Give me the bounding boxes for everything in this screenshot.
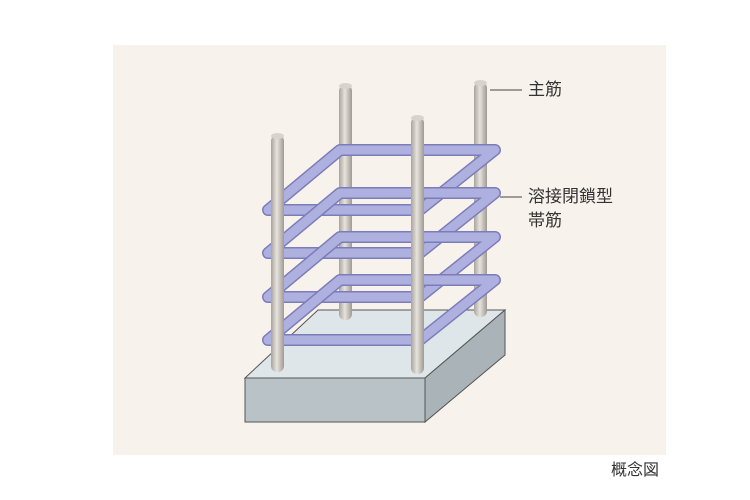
hoop-1 xyxy=(263,145,500,215)
welded-closed-hoops xyxy=(262,144,501,346)
label-hoop-line1: 溶接閉鎖型 xyxy=(528,187,613,207)
main-rebar-back-left xyxy=(339,85,352,320)
hoop-3 xyxy=(263,232,500,302)
hoop-2 xyxy=(263,188,500,258)
label-hoop-line2: 帯筋 xyxy=(528,211,562,231)
main-rebar-front-right xyxy=(411,117,424,374)
hoop-4 xyxy=(263,275,500,345)
slab-front-face xyxy=(244,377,426,423)
main-rebar-front-left xyxy=(271,135,284,372)
label-main-rebar: 主筋 xyxy=(528,80,562,100)
caption: 概念図 xyxy=(611,460,660,479)
front-main-rebars xyxy=(271,115,424,374)
